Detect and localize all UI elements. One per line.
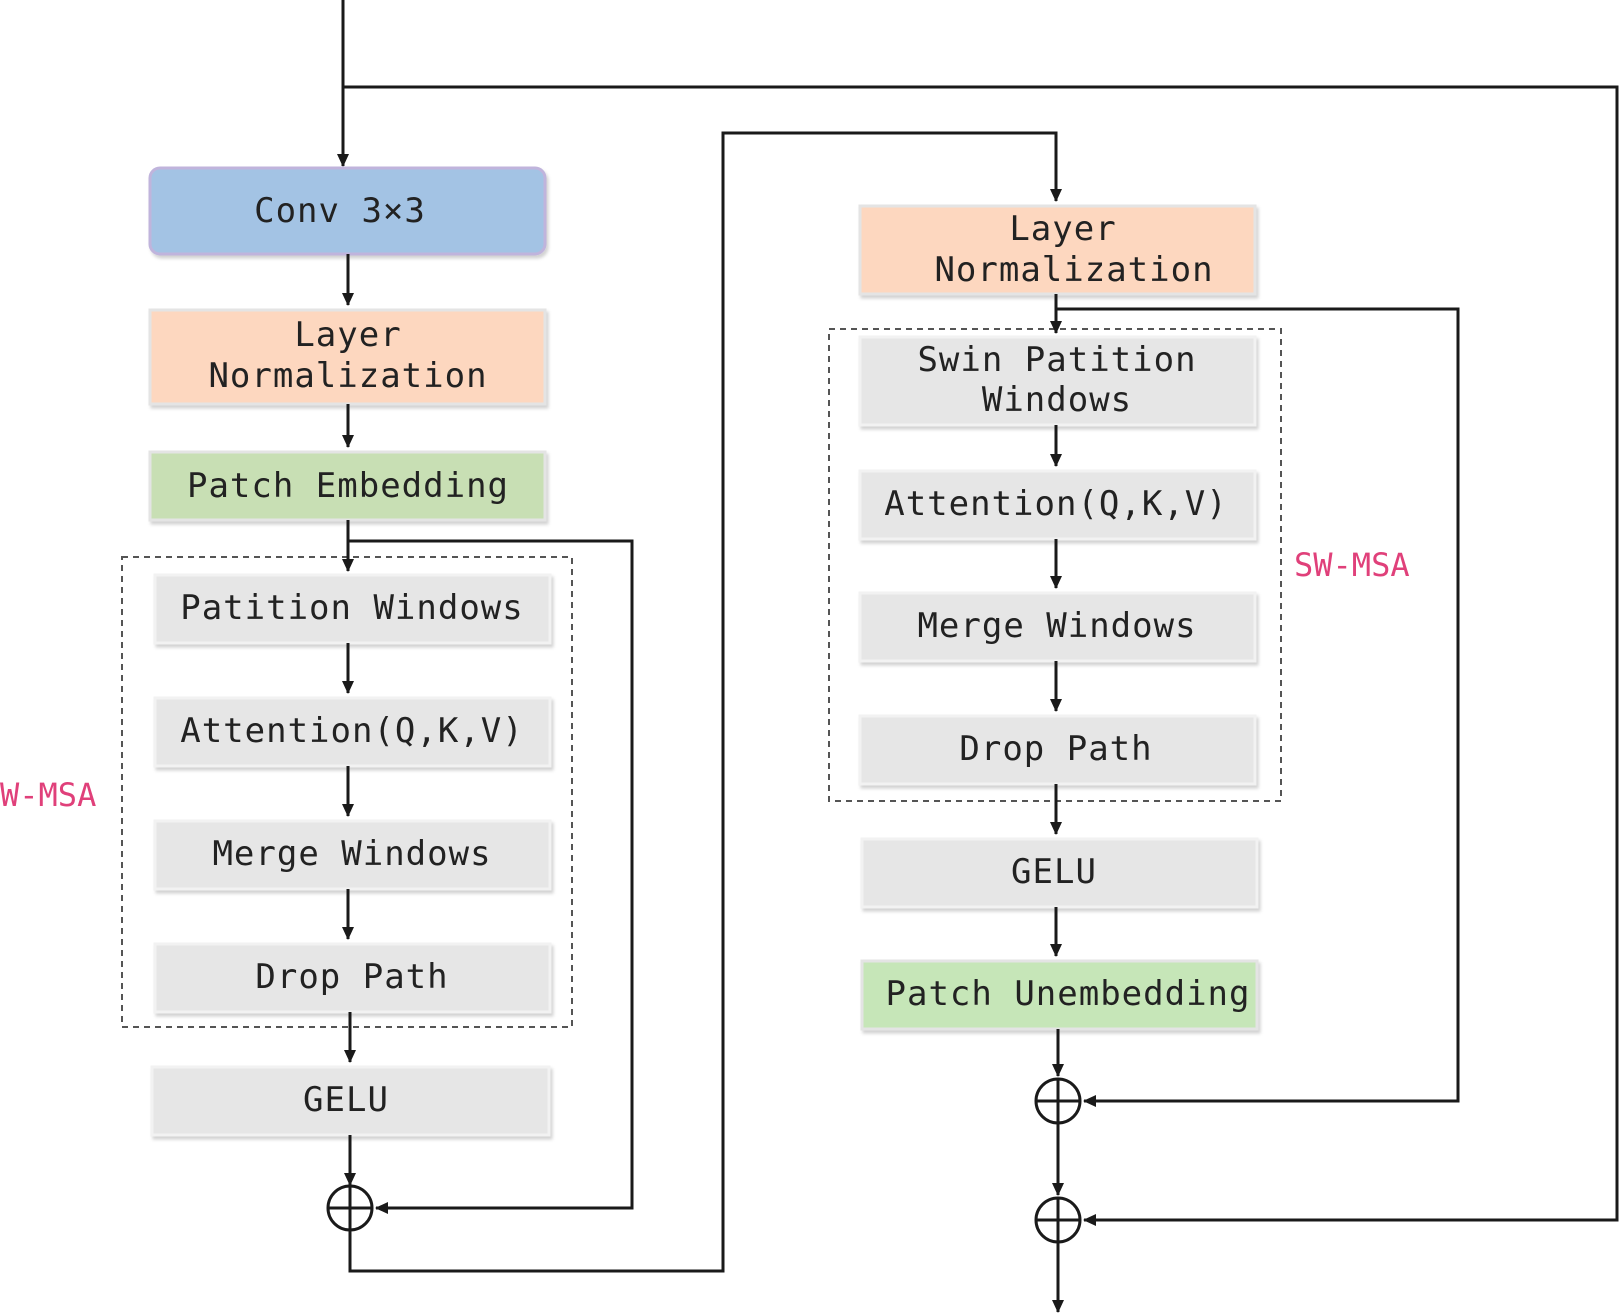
right-gelu-label: GELU	[1011, 852, 1097, 892]
conv-3x3-box: Conv 3×3	[148, 166, 547, 256]
right-drop-path-box: Drop Path	[858, 714, 1257, 786]
left-partition-label: Patition Windows	[180, 588, 524, 628]
left-partition-box: Patition Windows	[153, 573, 552, 645]
patch-unembedding-label: Patch Unembedding	[886, 974, 1251, 1014]
patch-embedding-label: Patch Embedding	[187, 466, 509, 506]
left-drop-path-label: Drop Path	[255, 957, 448, 997]
right-skip-connection	[1056, 307, 1460, 1107]
right-add-node-1	[1034, 1077, 1082, 1125]
left-to-right-connection	[348, 131, 1062, 1273]
left-attention-label: Attention(Q,K,V)	[180, 711, 524, 751]
patch-embedding-box: Patch Embedding	[148, 450, 547, 522]
conv-3x3-label: Conv 3×3	[254, 191, 426, 231]
left-gelu-label: GELU	[303, 1080, 389, 1120]
right-merge-label: Merge Windows	[917, 606, 1196, 646]
right-partition-line1: Swin Patition	[917, 340, 1196, 380]
outer-skip-connection	[343, 85, 1619, 1226]
right-attention-box: Attention(Q,K,V)	[858, 469, 1257, 541]
left-attention-box: Attention(Q,K,V)	[153, 696, 552, 768]
right-partition-box: Swin Patition Windows	[858, 335, 1257, 427]
sw-msa-label: SW-MSA	[1294, 546, 1410, 584]
left-layer-norm-line2: Normalization	[208, 356, 487, 396]
right-add-node-2	[1034, 1196, 1082, 1244]
left-skip-connection	[348, 539, 634, 1214]
w-msa-label: W-MSA	[0, 776, 96, 814]
left-merge-label: Merge Windows	[212, 834, 491, 874]
right-attention-label: Attention(Q,K,V)	[884, 484, 1228, 524]
right-layer-norm-line1: Layer	[1009, 209, 1116, 249]
right-layer-norm-box: Layer Normalization	[858, 204, 1257, 296]
left-gelu-box: GELU	[150, 1065, 551, 1137]
right-partition-line2: Windows	[982, 380, 1132, 420]
left-merge-box: Merge Windows	[153, 819, 552, 891]
left-layer-norm-line1: Layer	[294, 315, 401, 355]
right-drop-path-label: Drop Path	[959, 729, 1152, 769]
left-add-node	[326, 1184, 374, 1232]
left-drop-path-box: Drop Path	[153, 942, 552, 1014]
right-gelu-box: GELU	[860, 837, 1259, 909]
right-layer-norm-line2: Normalization	[934, 250, 1213, 290]
right-merge-box: Merge Windows	[858, 591, 1257, 663]
left-layer-norm-box: Layer Normalization	[148, 308, 547, 406]
patch-unembedding-box: Patch Unembedding	[860, 959, 1259, 1031]
